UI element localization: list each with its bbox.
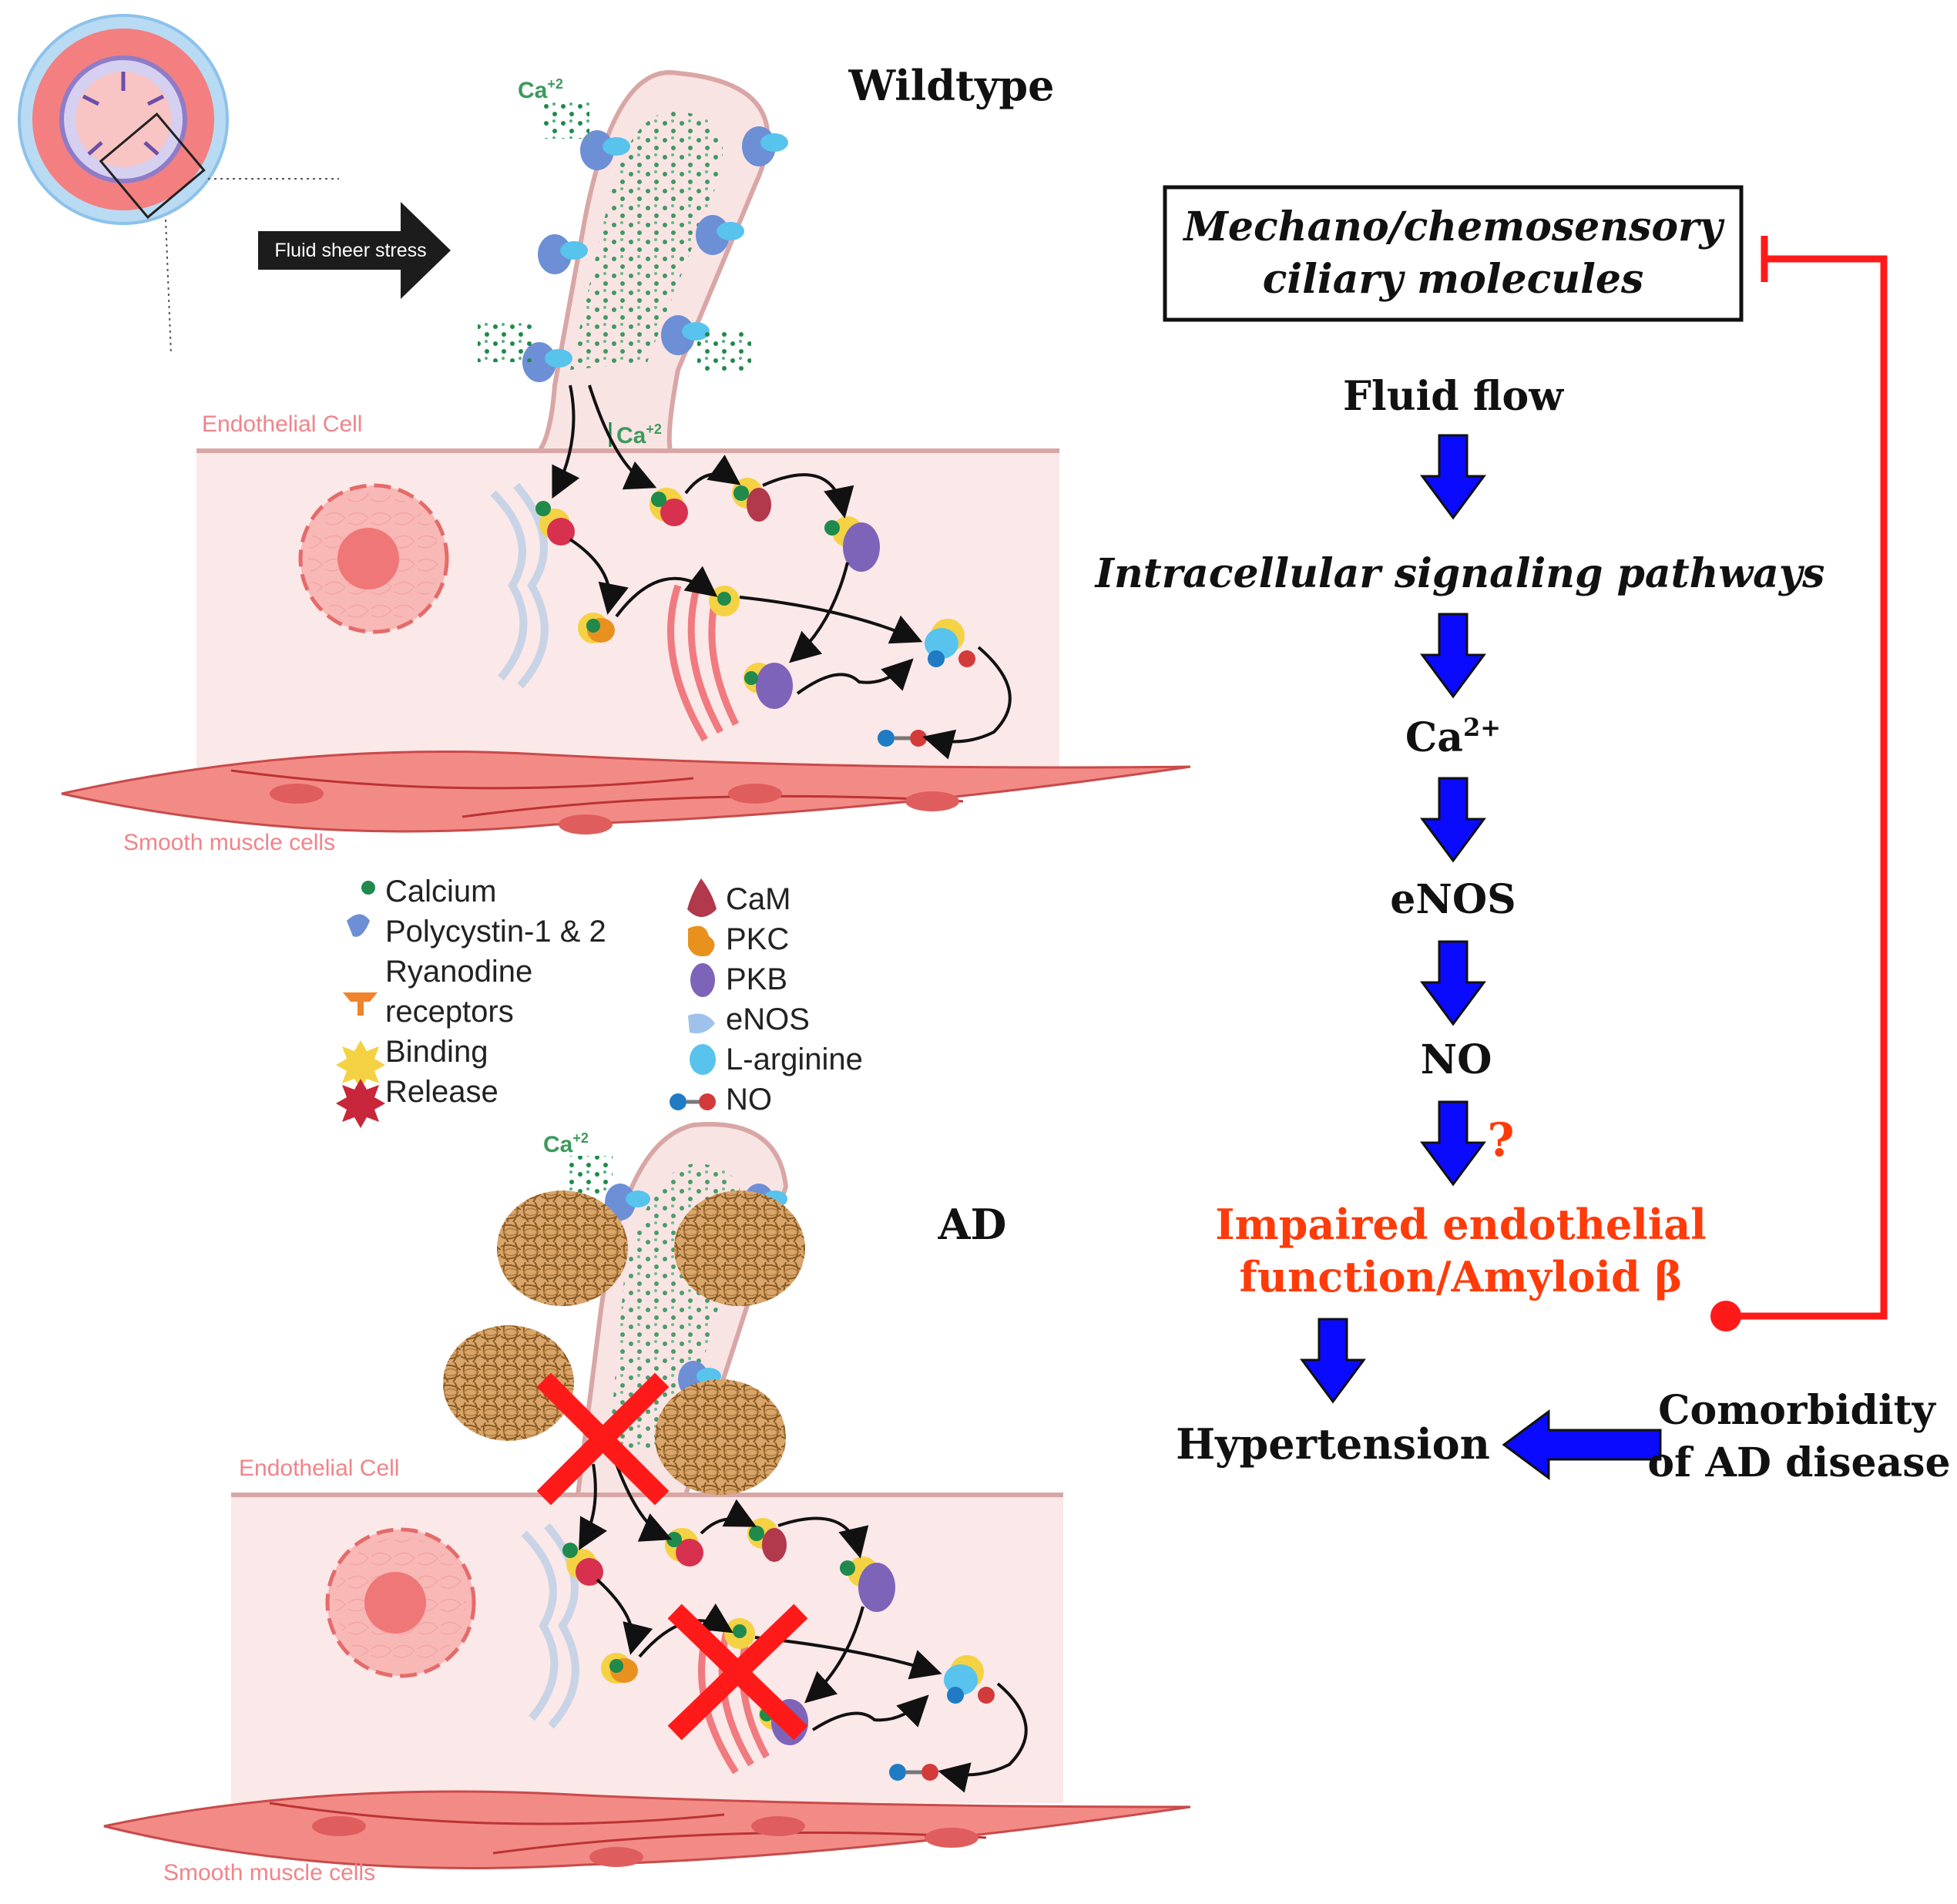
- calcium-icon: [361, 881, 375, 895]
- l-arginine-icon: [690, 1044, 716, 1075]
- legend-enos: eNOS: [726, 1002, 810, 1036]
- amyloid-tangles: [443, 1190, 805, 1495]
- smooth-muscle-label-wt: Smooth muscle cells: [123, 830, 335, 855]
- fluid-sheer-stress-label: Fluid sheer stress: [274, 240, 426, 261]
- wildtype-cell: Ca+2 Ca+2 Endothelial Cell: [61, 69, 1191, 855]
- legend-receptors: receptors: [385, 995, 514, 1029]
- hypertension-label: Hypertension: [1176, 1419, 1490, 1469]
- smooth-muscle-wt: [61, 751, 1191, 834]
- binding-icon: [336, 1040, 385, 1090]
- signaling-nodes-ad: [562, 1518, 995, 1781]
- legend-calcium: Calcium: [385, 875, 496, 908]
- fluid-sheer-stress-arrow: Fluid sheer stress: [258, 202, 451, 299]
- legend-pkb: PKB: [726, 962, 787, 996]
- endothelial-cell-label-wt: Endothelial Cell: [202, 411, 362, 437]
- enos-flow-label: eNOS: [1390, 876, 1516, 923]
- enos-icon: [688, 1013, 715, 1034]
- fluid-flow-label: Fluid flow: [1343, 373, 1564, 420]
- legend: Calcium Polycystin-1 & 2 Ryanodine recep…: [336, 875, 863, 1128]
- legend-polycystin: Polycystin-1 & 2: [385, 915, 606, 949]
- release-icon: [336, 1079, 385, 1128]
- feedback-origin-dot: [1710, 1301, 1741, 1331]
- pathway-arrows-wt: [552, 384, 1012, 760]
- ad-cell: Ca+2 Endothelial Cell: [103, 1122, 1191, 1886]
- down-arrow-3: [1420, 777, 1486, 863]
- left-arrow-comorbidity: [1502, 1409, 1662, 1480]
- smooth-muscle-label-ad: Smooth muscle cells: [163, 1860, 375, 1886]
- blocked-x-cilium: [536, 1372, 670, 1506]
- intracellular-label: Intracellular signaling pathways: [1094, 550, 1825, 597]
- ca-label-ad: Ca+2: [543, 1130, 589, 1157]
- down-arrow-4: [1420, 940, 1486, 1026]
- vessel-cross-section: [18, 14, 339, 355]
- ca-flow-label: Ca2+: [1405, 713, 1501, 761]
- ad-title: AD: [938, 1200, 1007, 1249]
- blocked-x-golgi: [667, 1603, 808, 1741]
- no-flow-label: NO: [1421, 1036, 1492, 1083]
- ciliary-molecules-box: [1163, 185, 1744, 322]
- ca-label-wt-top: Ca+2: [518, 76, 563, 103]
- down-arrow-1: [1420, 434, 1486, 520]
- legend-no: NO: [726, 1083, 772, 1117]
- legend-binding: Binding: [385, 1035, 488, 1069]
- endothelial-cell-label-ad: Endothelial Cell: [239, 1456, 399, 1481]
- signaling-nodes-wt: [535, 478, 965, 709]
- comorbidity-line-1: Comorbidity: [1658, 1387, 1936, 1434]
- polycystin-cluster: [522, 126, 788, 382]
- ryanodine-icon: [343, 992, 378, 1016]
- ca-label-wt-inner: Ca+2: [616, 421, 662, 448]
- inhibition-feedback-line: [1726, 236, 1888, 1320]
- pkc-icon: [688, 925, 715, 957]
- legend-pkc: PKC: [726, 922, 789, 956]
- down-arrow-2: [1420, 613, 1486, 699]
- question-mark: ?: [1487, 1113, 1514, 1167]
- cam-icon: [687, 878, 717, 917]
- legend-ryanodine: Ryanodine: [385, 955, 532, 989]
- down-arrow-6: [1300, 1318, 1366, 1404]
- pkb-icon: [690, 963, 715, 997]
- impaired-line-1: Impaired endothelial: [1215, 1200, 1707, 1249]
- legend-l-arginine: L-arginine: [726, 1043, 863, 1076]
- comorbidity-line-2: of AD disease: [1647, 1439, 1950, 1486]
- flow-diagram: Mechano/chemosensory ciliary molecules F…: [1094, 185, 1951, 1486]
- down-arrow-5: [1420, 1100, 1486, 1187]
- no-icon: [670, 1093, 716, 1110]
- legend-release: Release: [385, 1075, 498, 1109]
- box-line-2: ciliary molecules: [1263, 256, 1643, 303]
- legend-cam: CaM: [726, 882, 791, 916]
- impaired-line-2: function/Amyloid β: [1240, 1252, 1683, 1301]
- polycystin-icon: [347, 914, 370, 937]
- wildtype-title: Wildtype: [848, 61, 1055, 110]
- box-line-1: Mechano/chemosensory: [1182, 203, 1725, 250]
- smooth-muscle-ad: [103, 1790, 1191, 1869]
